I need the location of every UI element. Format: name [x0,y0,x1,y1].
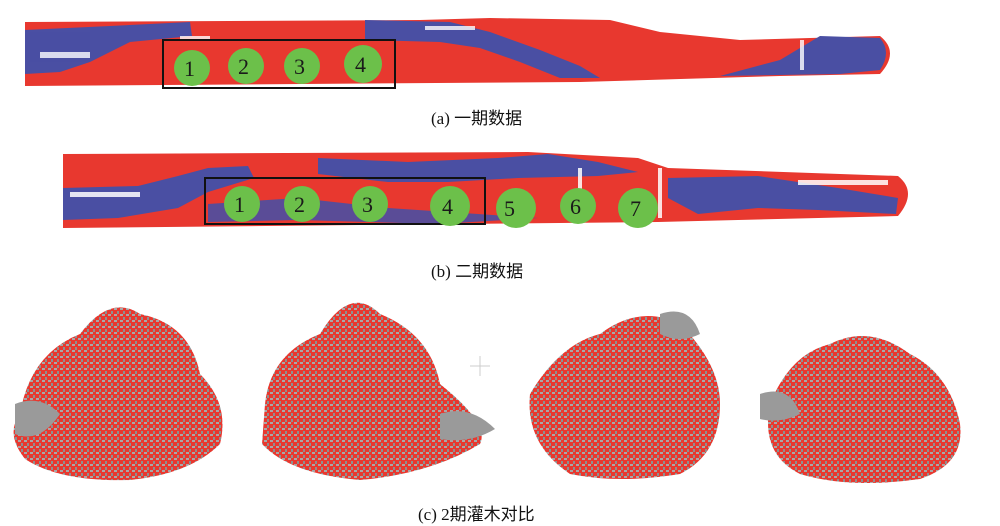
crosshair-marker [470,356,490,376]
caption-c: (c) 2期灌木对比 [418,505,535,524]
comparison-shrub-1 [13,307,223,481]
panel-b-shrub-3: 3 [352,186,388,222]
panel-a-shrub-1: 1 [174,50,210,86]
panel-b-shrub-6: 6 [560,188,596,224]
svg-text:4: 4 [355,52,366,77]
panel-a-shrub-4: 4 [344,45,382,83]
svg-text:6: 6 [570,194,581,219]
panel-b-shrub-7: 7 [618,188,658,228]
svg-text:5: 5 [504,196,515,221]
comparison-shrub-4 [760,336,961,483]
panel-a-pointcloud: 1 2 3 4 [25,18,890,89]
panel-b-shrub-1: 1 [224,186,260,222]
panel-a-shrub-2: 2 [228,48,264,84]
caption-b: (b) 二期数据 [431,262,524,281]
svg-text:3: 3 [294,54,305,79]
panel-c-shrub-comparison [13,302,961,483]
panel-a-shrub-3: 3 [284,48,320,84]
comparison-shrub-2 [262,302,495,480]
panel-a-box [162,39,396,89]
svg-text:2: 2 [238,54,249,79]
panel-b-shrub-5: 5 [496,188,536,228]
comparison-shrub-3 [529,311,720,479]
panel-b-ground-blue [63,166,254,220]
panel-b-box [204,177,486,225]
panel-b-shrub-4: 4 [430,186,470,226]
svg-text:7: 7 [630,196,641,221]
svg-text:1: 1 [234,192,245,217]
svg-text:4: 4 [442,194,453,219]
panel-b-pointcloud: 1 2 3 4 5 6 7 [63,152,908,228]
panel-b-shrub-2: 2 [284,186,320,222]
caption-a: (a) 一期数据 [431,109,523,128]
svg-text:3: 3 [362,192,373,217]
svg-text:1: 1 [184,56,195,81]
svg-text:2: 2 [294,192,305,217]
